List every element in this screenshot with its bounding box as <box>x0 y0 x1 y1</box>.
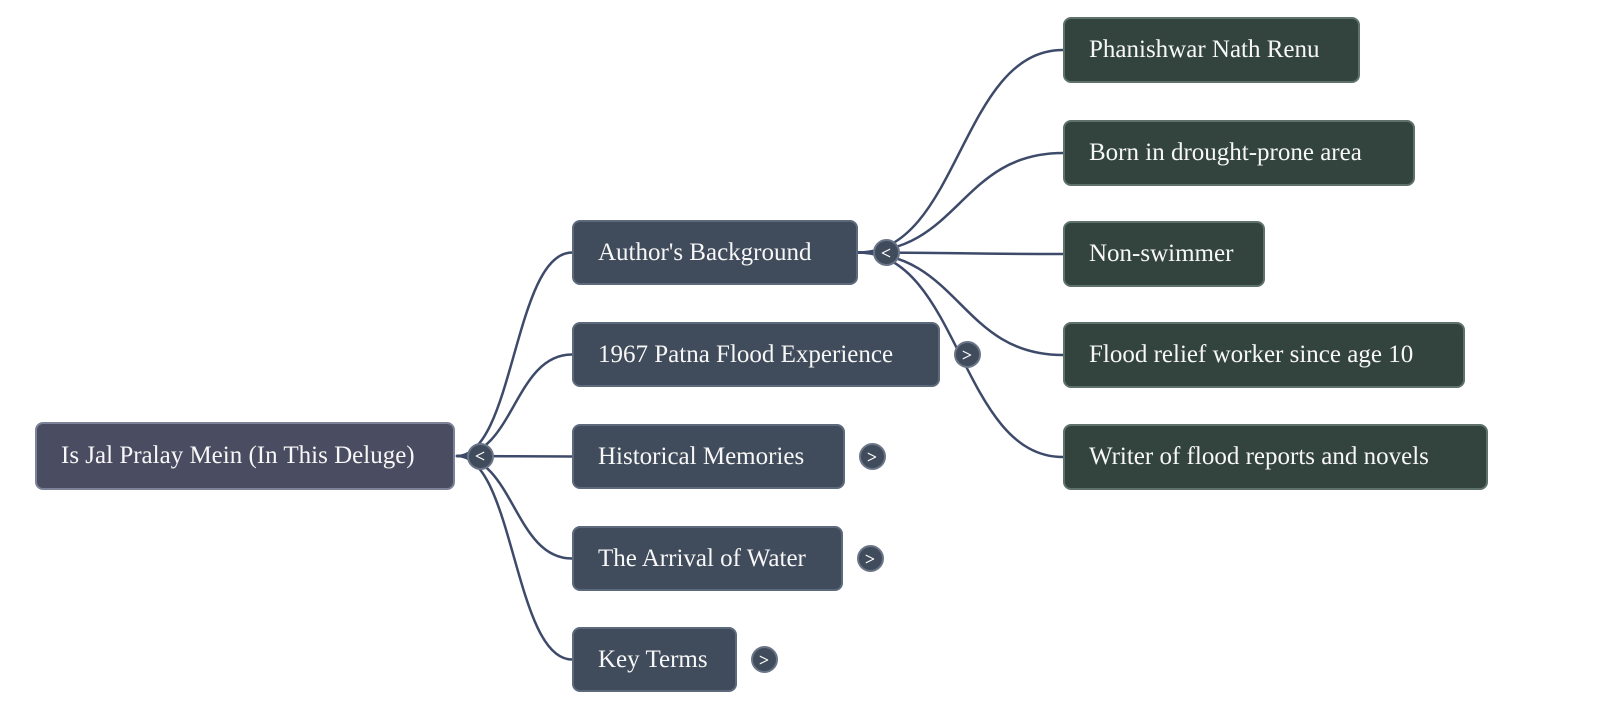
edge-root-arrival-of-water <box>455 454 574 560</box>
expand-toggle-1967-patna-flood-experience-glyph: > <box>961 344 973 365</box>
node-phanishwar-nath-renu[interactable]: Phanishwar Nath Renu <box>1063 17 1360 83</box>
edge-authors-born-drought <box>856 151 1065 254</box>
edge-root-authors-background <box>455 251 574 458</box>
collapse-toggle-authors-background-glyph: < <box>880 242 892 263</box>
edge-root-1967-patna-flood <box>455 353 574 458</box>
collapse-toggle-authors-background[interactable]: < <box>872 239 900 266</box>
node-key-terms-label: Key Terms <box>598 645 708 673</box>
node-phanishwar-nath-renu-label: Phanishwar Nath Renu <box>1089 36 1320 63</box>
node-authors-background[interactable]: Author's Background <box>572 220 858 285</box>
expand-toggle-key-terms-glyph: > <box>758 649 770 670</box>
node-writer-of-flood-reports[interactable]: Writer of flood reports and novels <box>1063 424 1488 490</box>
expand-toggle-historical-memories[interactable]: > <box>858 443 886 470</box>
expand-toggle-historical-memories-glyph: > <box>866 446 878 467</box>
node-arrival-of-water-label: The Arrival of Water <box>598 544 806 572</box>
expand-toggle-key-terms[interactable]: > <box>750 646 778 673</box>
node-root[interactable]: Is Jal Pralay Mein (In This Deluge) <box>35 422 455 490</box>
node-1967-patna-flood-experience-label: 1967 Patna Flood Experience <box>598 340 894 368</box>
node-non-swimmer-label: Non-swimmer <box>1089 240 1234 267</box>
node-arrival-of-water[interactable]: The Arrival of Water <box>572 526 843 591</box>
node-historical-memories[interactable]: Historical Memories <box>572 424 845 489</box>
expand-toggle-arrival-of-water[interactable]: > <box>856 545 884 572</box>
node-writer-of-flood-reports-label: Writer of flood reports and novels <box>1089 443 1429 470</box>
node-flood-relief-worker[interactable]: Flood relief worker since age 10 <box>1063 322 1465 388</box>
edge-root-key-terms <box>455 454 574 661</box>
collapse-toggle-root[interactable]: < <box>466 442 494 470</box>
node-flood-relief-worker-label: Flood relief worker since age 10 <box>1089 341 1414 368</box>
node-non-swimmer[interactable]: Non-swimmer <box>1063 221 1265 287</box>
node-root-label: Is Jal Pralay Mein (In This Deluge) <box>61 442 415 469</box>
node-key-terms[interactable]: Key Terms <box>572 627 737 692</box>
node-born-in-drought-prone-area-label: Born in drought-prone area <box>1089 139 1362 166</box>
expand-toggle-1967-patna-flood-experience[interactable]: > <box>953 341 981 368</box>
collapse-toggle-root-glyph: < <box>474 446 486 466</box>
node-born-in-drought-prone-area[interactable]: Born in drought-prone area <box>1063 120 1415 186</box>
node-1967-patna-flood-experience[interactable]: 1967 Patna Flood Experience <box>572 322 940 387</box>
edge-authors-phanishwar <box>856 48 1065 254</box>
node-historical-memories-label: Historical Memories <box>598 442 805 470</box>
node-authors-background-label: Author's Background <box>598 238 812 266</box>
expand-toggle-arrival-of-water-glyph: > <box>864 548 876 569</box>
